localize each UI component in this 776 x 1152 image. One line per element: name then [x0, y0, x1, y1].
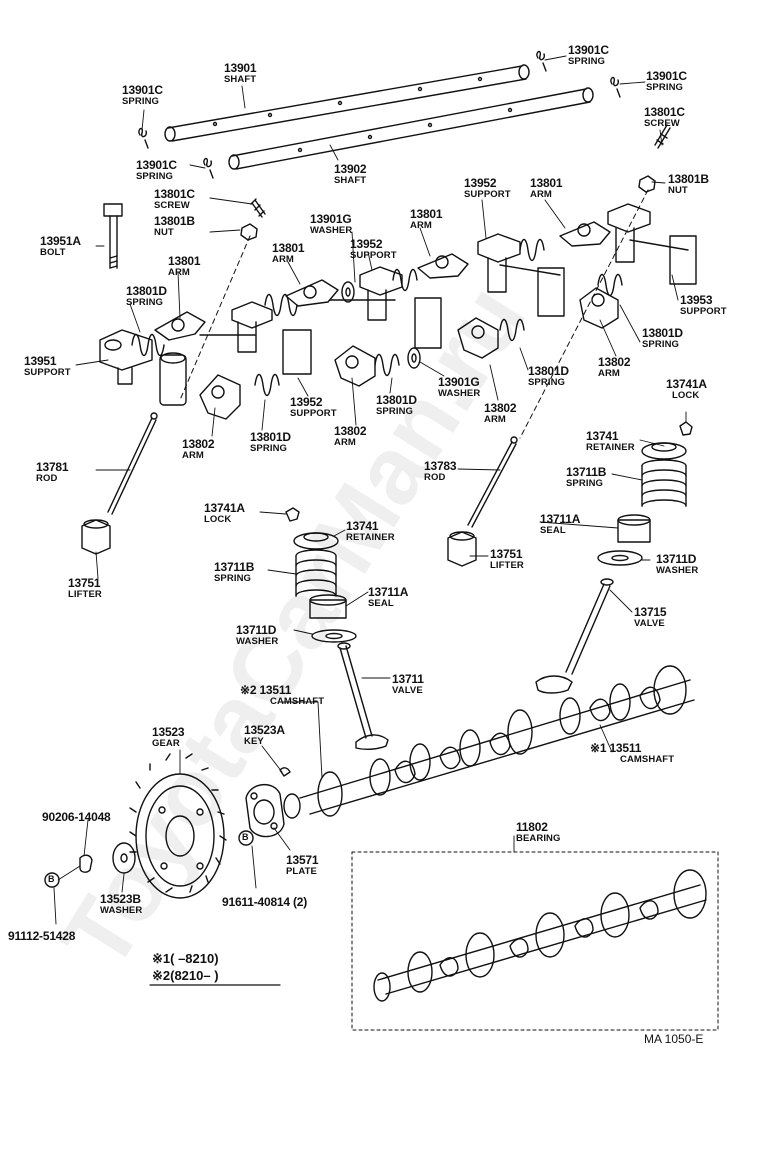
footnote-2: ※2(8210– )	[152, 968, 219, 983]
bolt-marker-icon	[44, 830, 254, 888]
camshaft-gear-icon	[129, 753, 227, 899]
footnote-1: ※1( –8210)	[152, 951, 219, 966]
camshaft-with-bearings-icon	[373, 869, 707, 1002]
camshaft-icon	[283, 665, 695, 819]
bolt-marker-letter: B	[48, 874, 55, 884]
nut-icon	[240, 175, 656, 241]
diagram-code: MA 1050-E	[644, 1032, 704, 1046]
push-rod-icon	[107, 412, 518, 528]
support-bracket-icon	[99, 203, 697, 406]
shaft-13901	[164, 64, 530, 142]
rocker-arm-icon	[154, 221, 619, 420]
lifter-icon	[81, 519, 477, 567]
bolt-icon	[103, 203, 123, 269]
coil-spring-icon	[131, 238, 623, 397]
bearing-inset-box	[351, 851, 719, 1031]
clip-spring-icon	[138, 50, 621, 179]
bolt-head-icon	[79, 854, 93, 873]
adjusting-screw-icon	[250, 124, 671, 218]
assembly-guide-lines	[179, 189, 649, 439]
valve-assembly-left	[285, 507, 389, 751]
key-icon	[279, 767, 291, 777]
gear-washer-icon	[112, 842, 136, 874]
part-label: 91611-40814 (2)	[222, 895, 308, 909]
leader-lines	[53, 55, 687, 925]
thrust-plate-icon	[245, 784, 285, 838]
part-label: 90206-14048	[42, 810, 111, 824]
shaft-13902	[228, 87, 594, 170]
part-label: 91112-51428	[8, 929, 76, 943]
washer-icon	[341, 281, 421, 369]
valve-assembly-right	[535, 421, 693, 694]
bolt-marker-letter: B	[242, 832, 249, 842]
